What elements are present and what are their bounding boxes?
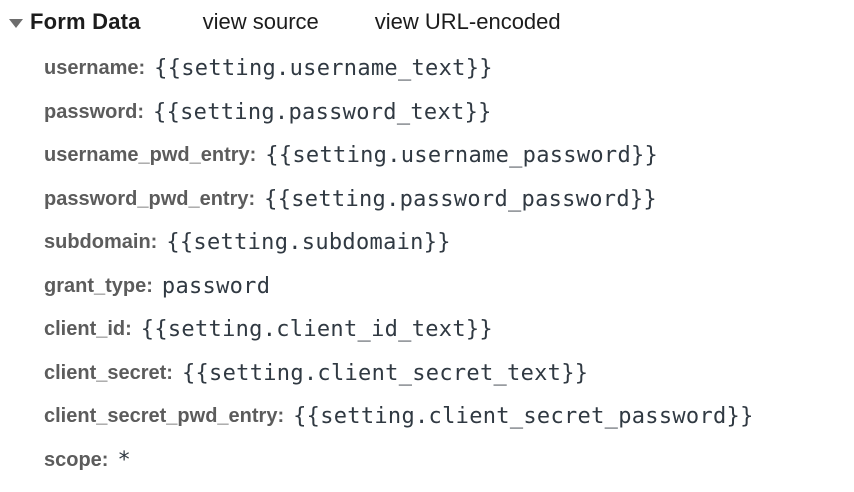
form-data-row: username_pwd_entry: {{setting.username_p… (44, 134, 846, 178)
form-data-row: scope: * (44, 439, 846, 483)
param-value: {{setting.subdomain}} (166, 230, 451, 256)
view-url-encoded-link[interactable]: view URL-encoded (374, 9, 561, 34)
form-data-section: Form Data view source view URL-encoded u… (8, 7, 846, 482)
param-name: client_id: (44, 318, 132, 341)
form-data-row: username: {{setting.username_text}} (44, 47, 846, 91)
form-data-row: grant_type: password (44, 265, 846, 309)
param-name: subdomain: (44, 231, 158, 254)
form-data-row: client_secret: {{setting.client_secret_t… (44, 352, 846, 396)
param-value: {{setting.client_secret_text}} (181, 360, 589, 386)
param-name: password: (44, 100, 145, 123)
param-name: username: (44, 57, 146, 80)
param-value: {{setting.username_text}} (154, 56, 493, 82)
form-data-row: password_pwd_entry: {{setting.password_p… (44, 178, 846, 222)
param-value: {{setting.client_secret_password}} (293, 404, 754, 430)
form-data-row: password: {{setting.password_text}} (44, 91, 846, 135)
section-title: Form Data (30, 9, 141, 34)
param-value: {{setting.username_password}} (265, 143, 659, 169)
param-name: password_pwd_entry: (44, 187, 256, 210)
param-value: {{setting.password_text}} (153, 99, 492, 125)
form-data-row: subdomain: {{setting.subdomain}} (44, 221, 846, 265)
form-data-row: client_id: {{setting.client_id_text}} (44, 308, 846, 352)
param-value: password (161, 273, 271, 299)
triangle-down-icon[interactable] (9, 18, 23, 28)
view-source-link[interactable]: view source (202, 9, 319, 34)
param-name: client_secret: (44, 361, 173, 384)
form-data-row: client_secret_pwd_entry: {{setting.clien… (44, 395, 846, 439)
param-name: client_secret_pwd_entry: (44, 405, 285, 428)
form-data-rows: username: {{setting.username_text}} pass… (8, 47, 846, 482)
param-name: scope: (44, 448, 109, 471)
form-data-header: Form Data view source view URL-encoded (8, 7, 846, 37)
param-value: {{setting.client_id_text}} (140, 317, 493, 343)
param-value: {{setting.password_password}} (264, 186, 657, 212)
param-name: username_pwd_entry: (44, 144, 257, 167)
param-value: * (117, 447, 132, 473)
param-name: grant_type: (44, 274, 153, 297)
